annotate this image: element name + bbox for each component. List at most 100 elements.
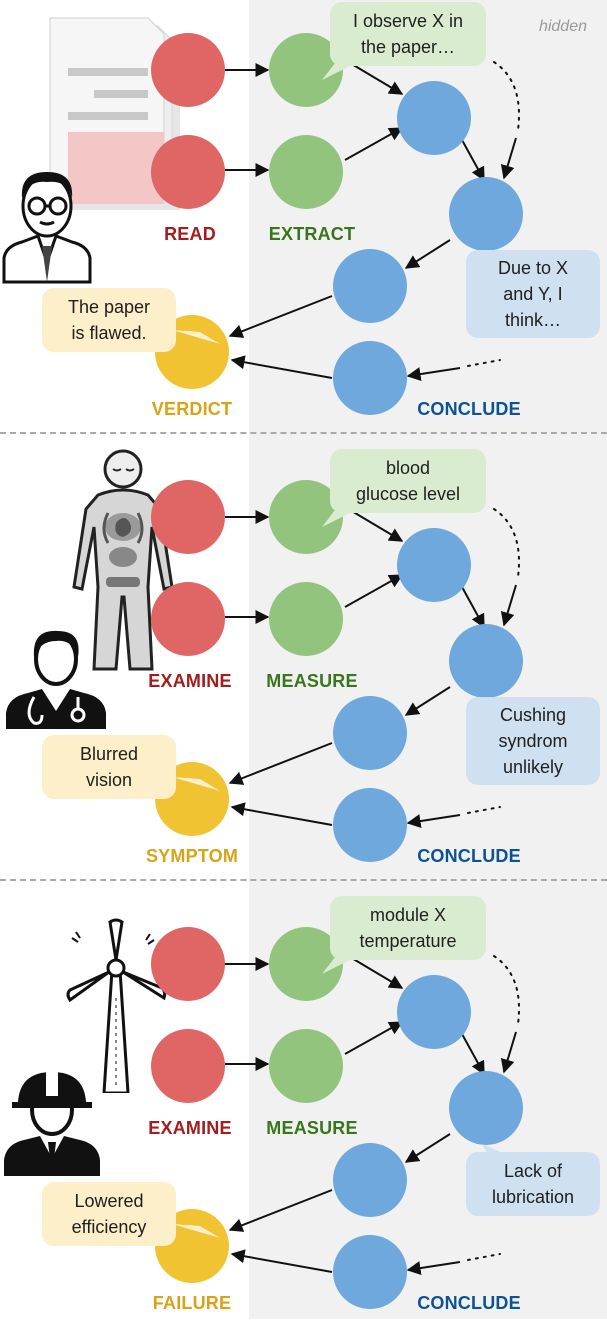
output-bubble-line: is flawed.: [71, 323, 147, 343]
extract-node: [269, 33, 343, 107]
arrow-step2-to-hidden: [344, 574, 404, 608]
read-node: [151, 33, 225, 107]
dotted-hidden-path: [467, 359, 501, 367]
observation-bubble-line: the paper…: [360, 37, 456, 57]
paper-stack-icon: [48, 14, 198, 219]
panel-divider: [0, 432, 607, 434]
hidden-node: [397, 528, 471, 602]
reasoning-bubble-line: Cushing: [499, 705, 567, 725]
conclude-node: [333, 341, 407, 415]
arrow-into-conclude: [406, 367, 461, 382]
human-body-icon: [68, 447, 178, 677]
read-node: [151, 135, 225, 209]
step2-label: EXTRACT: [268, 224, 356, 244]
final-label: FAILURE: [152, 1293, 232, 1313]
arrow-hidden-to-conclude: [404, 686, 451, 716]
output-bubble: The paper is flawed.: [42, 288, 176, 352]
doctor-icon: [2, 623, 110, 736]
observation-bubble: I observe X in the paper…: [330, 2, 486, 66]
output-bubble-tail: [172, 330, 220, 344]
flow-graph: [151, 480, 523, 862]
engineer-icon: [2, 1066, 102, 1183]
read-node: [151, 927, 225, 1001]
conclude-label: CONCLUDE: [417, 846, 521, 866]
output-bubble-line: Blurred: [79, 744, 139, 764]
flow-graph: [151, 927, 523, 1309]
dotted-hidden-path: [493, 508, 520, 578]
arrow-into-conclude: [406, 814, 461, 829]
dotted-hidden-path: [467, 1253, 501, 1261]
arrow-conclude-to-final: [228, 295, 333, 338]
conclude-node: [333, 1143, 407, 1217]
hidden-node: [397, 975, 471, 1049]
output-bubble-tail: [172, 777, 220, 791]
output-bubble-line: efficiency: [71, 1217, 147, 1237]
step2-label: MEASURE: [266, 671, 358, 691]
conclude-node: [333, 788, 407, 862]
step1-label: EXAMINE: [148, 671, 232, 691]
dotted-hidden-path: [493, 61, 520, 131]
step1-label: EXAMINE: [148, 1118, 232, 1138]
reasoning-bubble-line: Due to X: [497, 258, 569, 278]
observation-bubble-line: module X: [369, 905, 447, 925]
reasoning-bubble-line: unlikely: [502, 757, 564, 777]
scientist-icon: [2, 166, 92, 289]
dotted-hidden-path: [493, 955, 520, 1025]
arrow-hidden-to-conclude: [404, 239, 451, 269]
conclude-node: [333, 249, 407, 323]
flow-graph: [151, 33, 523, 415]
arrow-hidden-to-hidden: [461, 139, 485, 182]
final-label: SYMPTOM: [145, 846, 239, 866]
arrow-conclude-to-final: [230, 802, 333, 826]
hidden-node: [397, 81, 471, 155]
hidden-node: [449, 624, 523, 698]
arrow-conclude-to-final: [228, 1189, 333, 1232]
observation-bubble: module X temperature: [330, 896, 486, 960]
output-bubble: Blurred vision: [42, 735, 176, 799]
observation-bubble-line: temperature: [359, 931, 457, 951]
reasoning-bubble-line: think…: [504, 310, 561, 330]
read-node: [151, 480, 225, 554]
arrow-conclude-to-final: [230, 1249, 333, 1273]
extract-node: [269, 135, 343, 209]
output-bubble-line: Lowered: [74, 1191, 144, 1211]
arrow-hidden-into-reasoner: [500, 584, 517, 627]
hidden-region-label: hidden: [538, 18, 587, 35]
reasoning-bubble: Cushing syndrom unlikely: [466, 697, 600, 785]
arrow-hidden-to-conclude: [404, 1133, 451, 1163]
hidden-node: [449, 1071, 523, 1145]
read-node: [151, 582, 225, 656]
conclude-label: CONCLUDE: [417, 399, 521, 419]
panel-divider: [0, 879, 607, 881]
arrow-step2-to-hidden: [344, 1021, 404, 1055]
extract-node: [269, 582, 343, 656]
arrow-hidden-to-hidden: [461, 1033, 485, 1076]
arrow-hidden-to-hidden: [461, 586, 485, 629]
hidden-node: [449, 177, 523, 251]
arrow-hidden-into-reasoner: [500, 1031, 517, 1074]
arrow-hidden-into-reasoner: [500, 137, 517, 180]
conclude-label: CONCLUDE: [417, 1293, 521, 1313]
step2-label: MEASURE: [266, 1118, 358, 1138]
extract-node: [269, 927, 343, 1001]
extract-node: [269, 1029, 343, 1103]
step1-label: READ: [164, 224, 216, 244]
output-bubble: Lowered efficiency: [42, 1182, 176, 1246]
reasoning-bubble-line: syndrom: [498, 731, 568, 751]
read-node: [151, 1029, 225, 1103]
output-bubble-line: The paper: [67, 297, 151, 317]
output-bubble-tail: [172, 1224, 220, 1238]
conclude-node: [333, 1235, 407, 1309]
output-bubble-line: vision: [85, 770, 133, 790]
observation-bubble-line: I observe X in: [352, 11, 464, 31]
final-label: VERDICT: [151, 399, 233, 419]
reasoning-bubble-line: lubrication: [491, 1187, 575, 1207]
arrow-conclude-to-final: [228, 742, 333, 785]
conclude-node: [333, 696, 407, 770]
